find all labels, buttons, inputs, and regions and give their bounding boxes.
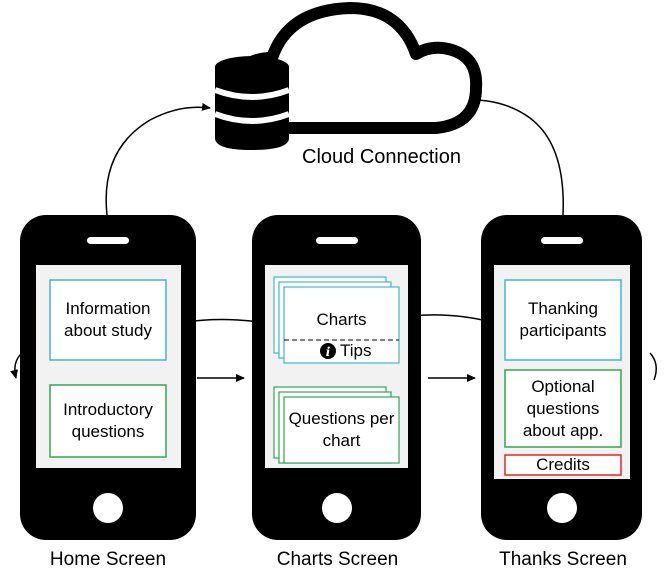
info-icon: i [320, 343, 336, 359]
svg-text:i: i [326, 345, 331, 359]
thanks-right-curve [649, 352, 657, 381]
tips-label: Tips [340, 341, 372, 360]
questions-per-chart-text: Questions per chart [288, 409, 395, 450]
home-intro-box [49, 384, 167, 458]
charts-phone [252, 215, 421, 540]
home-intro-text: Introductory questions [63, 400, 153, 441]
credits-box [504, 454, 622, 476]
thanks-screen-caption: Thanks Screen [499, 549, 627, 570]
questions-card-stack [273, 386, 400, 464]
thanks-thanking-text: Thanking participants [519, 299, 607, 340]
credits-text: Credits [536, 455, 590, 474]
thanks-optional-text: Optional questions about app. [522, 376, 604, 440]
home-info-text: Information about study [64, 299, 152, 340]
thanks-thanking-box [504, 279, 622, 361]
database-icon [213, 56, 291, 150]
thanks-to-cloud-arrow [471, 96, 564, 216]
thanks-optional-box [504, 369, 622, 448]
home-charts-link [186, 318, 261, 323]
charts-screen-caption: Charts Screen [276, 549, 399, 570]
charts-thanks-link [411, 314, 493, 323]
home-phone [20, 215, 196, 540]
home-info-box [49, 279, 167, 361]
cloud-connection-label: Cloud Connection [302, 146, 461, 168]
home-screen-caption: Home Screen [49, 549, 167, 570]
home-to-cloud-arrow [105, 102, 211, 216]
charts-card-stack [273, 276, 400, 364]
charts-label: Charts [316, 310, 367, 329]
